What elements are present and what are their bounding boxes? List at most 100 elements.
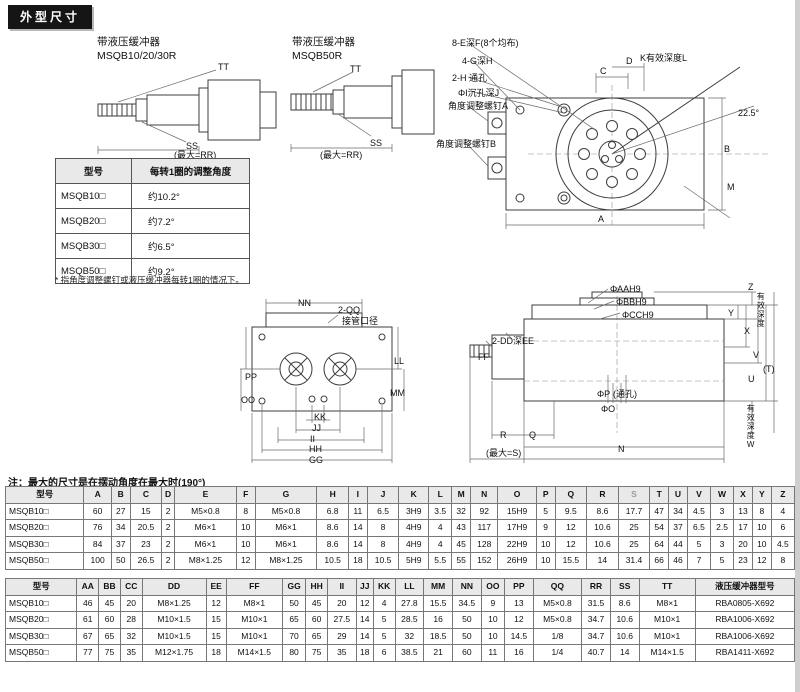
value-cell: 45 xyxy=(305,594,328,613)
model-cell: MSQB20□ xyxy=(55,208,132,234)
value-cell: 5 xyxy=(709,552,735,570)
dim-label-ll: LL xyxy=(394,356,405,366)
value-cell: 60 xyxy=(451,644,482,662)
value-cell: 4 xyxy=(428,519,453,537)
callout-through-holes-h: 2-H 通孔 xyxy=(452,73,488,83)
dim-label-r: R xyxy=(500,430,507,440)
model-cell: MSQB50□ xyxy=(4,552,85,570)
value-cell: 46 xyxy=(76,594,100,613)
model-cell: MSQB50□ xyxy=(4,644,78,662)
column-header: W xyxy=(709,486,735,504)
value-cell: 17 xyxy=(733,519,753,537)
value-cell: 3H9 xyxy=(398,502,430,521)
column-header: KK xyxy=(372,578,396,596)
top-view-drawing xyxy=(468,42,768,229)
value-cell: 64 xyxy=(649,535,670,554)
value-cell: 8.6 xyxy=(586,502,619,521)
column-header: T xyxy=(649,486,670,504)
value-cell: 5 xyxy=(686,535,711,554)
value-cell: 14 xyxy=(355,611,374,629)
column-header: MM xyxy=(423,578,453,596)
drawing1-subtitle: MSQB10/20/30R xyxy=(97,50,177,62)
value-cell: M10×1 xyxy=(638,627,696,646)
value-cell: 6.8 xyxy=(316,502,349,521)
dim-label-p-note: (通孔) xyxy=(613,389,637,399)
model-cell: MSQB20□ xyxy=(4,519,85,537)
value-cell: 29 xyxy=(326,627,357,646)
dim-label-u: U xyxy=(748,374,755,384)
value-cell: 50 xyxy=(281,594,307,613)
value-cell: 31.5 xyxy=(581,594,611,613)
column-header: U xyxy=(668,486,688,504)
value-cell: 34.7 xyxy=(581,611,611,629)
value-cell: 10.6 xyxy=(586,535,619,554)
value-cell: 40.7 xyxy=(581,644,611,662)
dim-label-q: Q xyxy=(529,430,537,440)
dim-label-mm: MM xyxy=(390,388,405,398)
value-cell: 32 xyxy=(394,627,425,646)
value-cell: 10 xyxy=(535,552,556,570)
value-cell: 12 xyxy=(554,535,588,554)
value-cell: 17.7 xyxy=(617,502,651,521)
side-view-drawing xyxy=(469,287,778,463)
value-cell: 18 xyxy=(355,644,374,662)
value-cell: M8×1 xyxy=(638,594,696,613)
value-cell: 45 xyxy=(98,594,121,613)
value-cell: 约7.2° xyxy=(131,208,250,234)
value-cell: 28.5 xyxy=(394,611,425,629)
value-cell: M10×1.5 xyxy=(141,627,207,646)
value-cell: 5H9 xyxy=(398,552,430,570)
column-header: Y xyxy=(751,486,772,504)
dim-label-z: Z xyxy=(748,282,754,292)
shock-absorber-drawing-small xyxy=(97,69,277,154)
value-cell: 31.4 xyxy=(617,552,651,570)
column-header: G xyxy=(254,486,318,504)
dim-label-n: N xyxy=(618,444,625,454)
dim-label-bb: ΦBBH9 xyxy=(616,297,647,307)
value-cell: 60 xyxy=(305,611,328,629)
value-cell: 15.5 xyxy=(423,594,453,613)
value-cell: 65 xyxy=(281,611,307,629)
dim-label-hh: HH xyxy=(309,444,322,454)
dim-label-rr: (最大=RR) xyxy=(320,150,363,160)
value-cell: 8 xyxy=(770,552,796,570)
value-cell: 约6.5° xyxy=(131,233,250,259)
value-cell: 34.7 xyxy=(581,627,611,646)
dim-label-tt: TT xyxy=(218,62,229,72)
callout-adjust-screw-a: 角度调整螺钉A xyxy=(448,101,509,111)
table-row: MSQB30□约6.5° xyxy=(55,233,250,259)
value-cell: 10 xyxy=(751,535,772,554)
model-cell: MSQB30□ xyxy=(55,233,132,259)
value-cell: 66 xyxy=(649,552,670,570)
value-cell: 6 xyxy=(770,519,796,537)
column-header: L xyxy=(428,486,453,504)
dim-label-o: ΦO xyxy=(601,404,616,414)
dim-label-ss: SS xyxy=(186,141,199,151)
dim-label-c: C xyxy=(600,66,607,76)
value-cell: 4 xyxy=(428,535,453,554)
effective-depth-label: 有效深度 xyxy=(756,292,766,328)
value-cell: 15 xyxy=(129,502,163,521)
dim-label-kk: KK xyxy=(314,412,327,422)
value-cell: 10 xyxy=(480,611,505,629)
dim-label-d: D xyxy=(626,56,633,66)
model-cell: MSQB10□ xyxy=(55,183,132,209)
column-header: JJ xyxy=(355,578,374,596)
value-cell: 20.5 xyxy=(129,519,163,537)
column-header: R xyxy=(586,486,619,504)
value-cell: 23 xyxy=(129,535,163,554)
value-cell: 26H9 xyxy=(497,552,537,570)
value-cell: 35 xyxy=(326,644,357,662)
dim-label-p: ΦP xyxy=(597,389,611,399)
dim-label-ss: SS xyxy=(370,138,383,148)
value-cell: 约9.2° xyxy=(131,258,250,284)
column-header: M xyxy=(451,486,472,504)
section-header-badge: 外型尺寸 xyxy=(8,5,93,29)
column-header: F xyxy=(235,486,256,504)
value-cell: 12 xyxy=(355,594,374,613)
